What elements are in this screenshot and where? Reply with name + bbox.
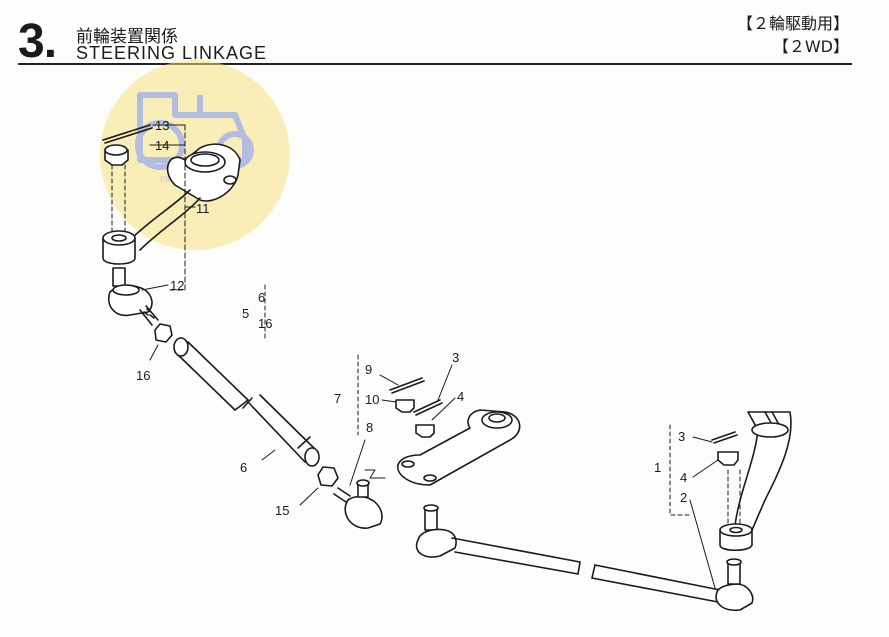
section-number: 3. [18,15,57,68]
knuckle-arm-right [719,411,792,552]
steering-arm-upper [129,143,241,251]
tie-rod-end-8 [333,479,383,529]
drive-type-tag-en: 【２WD】 [772,37,849,56]
callout-12: 12 [170,278,184,293]
tie-rod-tube-6 [173,337,320,467]
callout-2: 2 [680,490,687,505]
tie-rod-end-12 [108,267,159,326]
section-title-en: STEERING LINKAGE [76,43,268,63]
callout-11: 11 [196,201,210,216]
header-rule [18,63,852,65]
callout-7: 7 [334,391,341,406]
callout-5: 5 [242,306,249,321]
cotter-pin-3-lower [711,431,738,444]
callout-6-group: 6 [258,290,265,305]
cotter-pin-13 [102,124,153,144]
callout-4-upper: 4 [457,389,464,404]
cotter-pin-9 [389,377,425,394]
drive-type-tag-jp: 【２輪駆動用】 [736,14,849,33]
steering-center-arm [397,409,521,486]
cotter-pin-3-upper [413,399,443,416]
callout-8: 8 [366,420,373,435]
callout-13: 13 [155,118,169,133]
callout-3-upper: 3 [452,350,459,365]
callout-labels: 13 14 11 12 6 5 16 16 6 15 8 9 7 10 3 4 … [136,118,687,518]
callout-4-lower: 4 [680,470,687,485]
callout-3-lower: 3 [678,429,685,444]
tie-rod-end-center [415,504,581,575]
callout-6: 6 [240,460,247,475]
drag-link-right [591,558,754,611]
castle-nut-4-upper [415,424,435,438]
castle-nut-4-lower [717,451,739,466]
castle-nut-10 [395,399,415,413]
callout-1: 1 [654,460,661,475]
lock-nut-16 [154,323,173,343]
callout-15: 15 [275,503,289,518]
callout-14: 14 [155,138,169,153]
lock-nut-15 [317,466,339,487]
callout-9: 9 [365,362,372,377]
section-title-jp: 前輪装置関係 [76,27,178,47]
bushing-collar [102,230,136,265]
callout-16-group: 16 [258,316,272,331]
callout-16: 16 [136,368,150,383]
callout-10: 10 [365,392,379,407]
castle-nut-14 [104,144,129,166]
